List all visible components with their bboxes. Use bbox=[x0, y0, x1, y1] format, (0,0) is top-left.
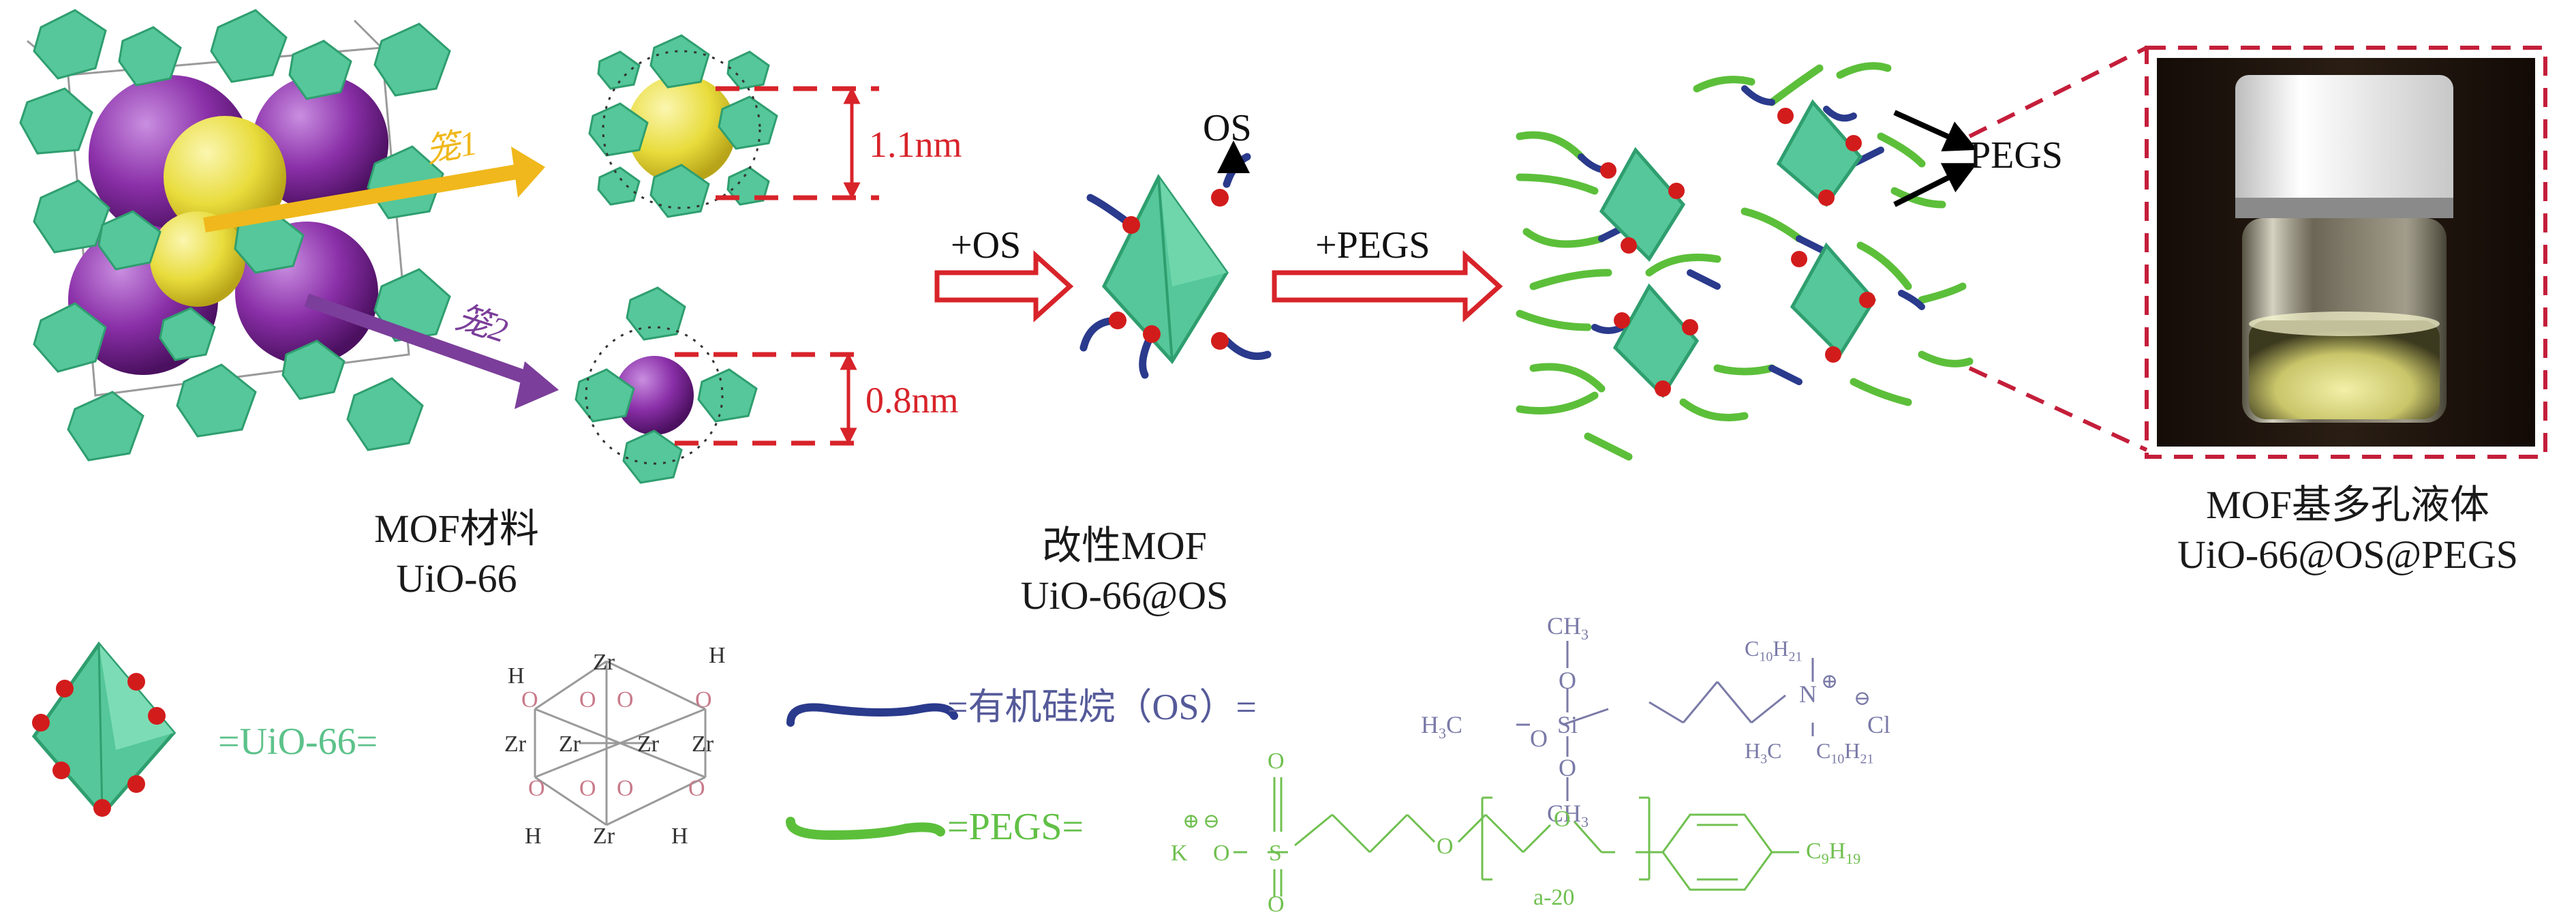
zr-label: Zr bbox=[593, 825, 615, 848]
plus-pegs-label: +PEGS bbox=[1315, 226, 1430, 265]
os-si: Si bbox=[1557, 712, 1578, 737]
h-label: H bbox=[525, 825, 542, 848]
os-o-bottom: O bbox=[1559, 755, 1576, 780]
os-o-left: O bbox=[1530, 726, 1548, 751]
pegs-k: K bbox=[1171, 842, 1188, 865]
o-label: O bbox=[521, 689, 538, 712]
modified-mof-caption-name: UiO-66@OS bbox=[988, 571, 1261, 621]
pegs-o-minus: ⊖ bbox=[1203, 811, 1220, 832]
vial-photo bbox=[2157, 58, 2535, 447]
uio66-unit-cell bbox=[20, 10, 559, 460]
os-h3c: H3C bbox=[1421, 712, 1462, 741]
pegs-o-top: O bbox=[1268, 750, 1285, 773]
os-n: N bbox=[1799, 682, 1817, 706]
zr-label: Zr bbox=[692, 733, 714, 756]
os-cl-minus: ⊖ bbox=[1854, 689, 1871, 709]
os-c10h21-top: C10H21 bbox=[1745, 637, 1802, 663]
legend-pegs-label: =PEGS= bbox=[947, 808, 1084, 846]
os-c10h21-bottom: C10H21 bbox=[1816, 740, 1873, 766]
pegs-repeat-label: a-20 bbox=[1533, 886, 1574, 909]
pegs-callout-label: PEGS bbox=[1969, 136, 2063, 175]
pegs-o-bottom: O bbox=[1268, 893, 1285, 916]
legend-uio66-label: =UiO-66= bbox=[218, 723, 378, 761]
pegs-k-plus: ⊕ bbox=[1182, 811, 1199, 832]
o-label: O bbox=[617, 777, 634, 800]
zr-label: Zr bbox=[559, 733, 581, 756]
legend-octahedron bbox=[32, 644, 174, 817]
cage2-size-label: 0.8nm bbox=[865, 382, 959, 419]
grafted-particles bbox=[1520, 66, 1969, 457]
pegs-formula-bonds bbox=[1233, 777, 1799, 897]
h-label: H bbox=[508, 665, 525, 688]
os-ch3-top: CH3 bbox=[1547, 614, 1589, 642]
h-label: H bbox=[709, 644, 726, 667]
cage1-detail bbox=[589, 35, 777, 217]
plus-os-label: +OS bbox=[951, 226, 1021, 265]
porous-liquid-caption-title: MOF基多孔液体 bbox=[2133, 481, 2562, 530]
os-h3c-n: H3C bbox=[1745, 740, 1781, 766]
o-label: O bbox=[579, 689, 596, 712]
mof-caption-title: MOF材料 bbox=[327, 504, 586, 554]
legend-os-label: =有机硅烷（OS）= bbox=[947, 689, 1257, 725]
pegs-o-ionic: O bbox=[1213, 842, 1230, 865]
porous-liquid-caption-name: UiO-66@OS@PEGS bbox=[2133, 530, 2562, 580]
pegs-o-ether2: O bbox=[1554, 808, 1571, 831]
cage2-detail bbox=[576, 288, 756, 483]
cage1-size-label: 1.1nm bbox=[869, 126, 962, 163]
pegs-c9h19: C9H19 bbox=[1806, 840, 1860, 867]
legend-pegs-curve bbox=[791, 822, 940, 835]
cage1-arrowhead bbox=[511, 147, 545, 198]
pegs-o-ether1: O bbox=[1437, 835, 1454, 858]
porous-liquid-caption: MOF基多孔液体 UiO-66@OS@PEGS bbox=[2133, 481, 2562, 579]
o-label: O bbox=[579, 777, 596, 800]
zr-label: Zr bbox=[504, 733, 526, 756]
h-label: H bbox=[671, 825, 688, 848]
zr-label: Zr bbox=[637, 733, 659, 756]
os-cl: Cl bbox=[1867, 712, 1890, 737]
o-label: O bbox=[528, 777, 545, 800]
os-callout-label: OS bbox=[1203, 109, 1252, 147]
mof-caption: MOF材料 UiO-66 bbox=[327, 504, 586, 603]
cage1-label: 笼1 bbox=[423, 125, 480, 168]
o-label: O bbox=[617, 689, 634, 712]
o-label: O bbox=[688, 777, 705, 800]
modified-mof-caption: 改性MOF UiO-66@OS bbox=[988, 522, 1261, 620]
legend-os-curve bbox=[791, 708, 954, 723]
mof-caption-name: UiO-66 bbox=[327, 554, 586, 604]
zr-label: Zr bbox=[593, 651, 615, 674]
o-label: O bbox=[695, 689, 712, 712]
modified-mof-particle bbox=[1084, 157, 1268, 375]
os-n-plus: ⊕ bbox=[1821, 672, 1838, 692]
os-o-top: O bbox=[1559, 668, 1576, 693]
pegs-s: S bbox=[1269, 842, 1282, 865]
modified-mof-caption-title: 改性MOF bbox=[988, 522, 1261, 571]
